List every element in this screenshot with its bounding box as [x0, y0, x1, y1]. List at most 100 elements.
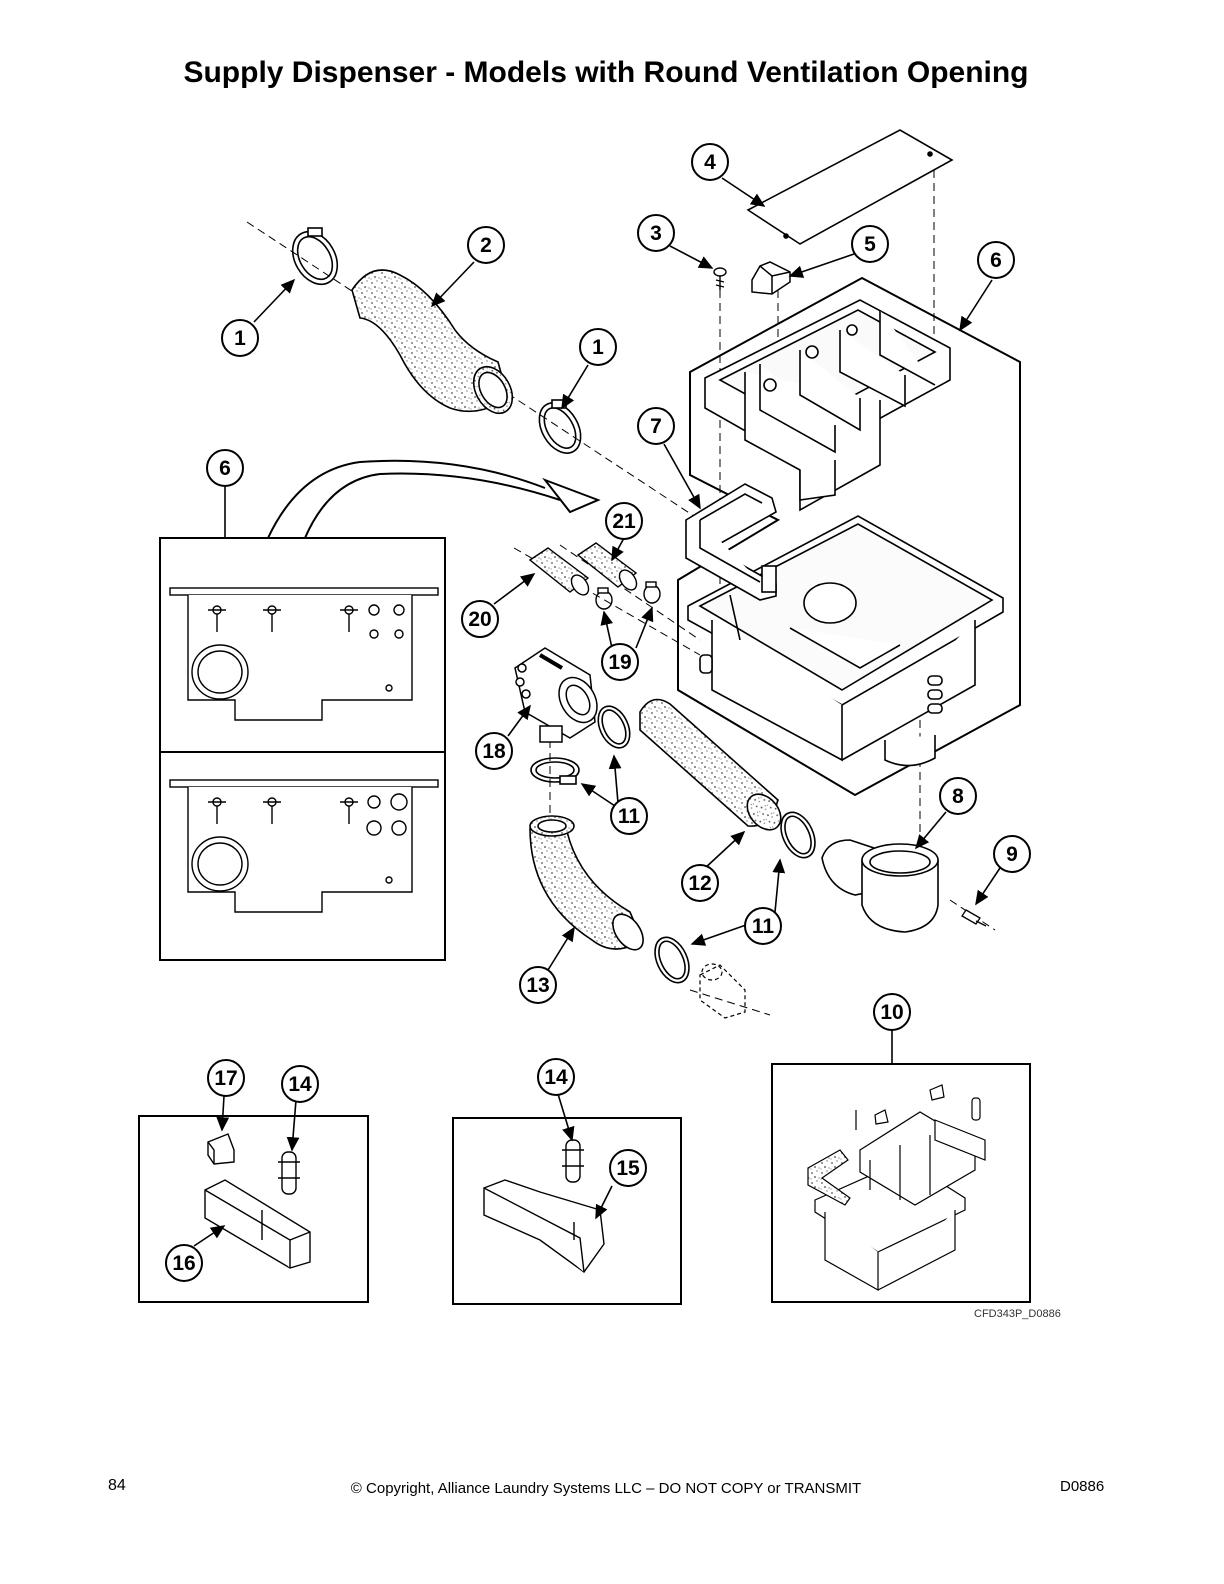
callout-circle	[221, 319, 259, 357]
part-1-clamp-upper	[291, 227, 339, 286]
callout-c3: 3	[637, 214, 675, 252]
callout-c8: 8	[939, 777, 977, 815]
callout-circle	[681, 864, 719, 902]
part-20-short-tube	[528, 547, 590, 596]
leader-lines-plain	[224, 487, 893, 1064]
phantom-connector	[699, 963, 746, 1019]
callout-circle	[461, 600, 499, 638]
callout-c6a: 6	[977, 241, 1015, 279]
inset-box-15	[452, 1117, 682, 1305]
part-16-tray	[204, 1179, 311, 1269]
part-14-plug-right	[562, 1139, 584, 1183]
part-15-tray	[483, 1179, 605, 1273]
callout-c12: 12	[681, 864, 719, 902]
callout-circle	[475, 732, 513, 770]
callout-label: 11	[752, 915, 775, 938]
callout-c14b: 14	[537, 1058, 575, 1096]
callout-c11b: 11	[744, 907, 782, 945]
callout-c9: 9	[993, 835, 1031, 873]
leader-arrows	[193, 177, 1001, 1247]
callout-circle	[939, 777, 977, 815]
part-10-assembly-thumbnail	[807, 1084, 986, 1292]
upper-compartment-tray	[704, 299, 951, 512]
callout-c19: 19	[601, 643, 639, 681]
callout-circle	[637, 407, 675, 445]
part-11-clamp-1	[597, 705, 631, 749]
inset-6-lower-view	[169, 779, 439, 913]
callout-circle	[851, 225, 889, 263]
callout-label: 15	[616, 1157, 640, 1180]
callout-c11a: 11	[610, 797, 648, 835]
callout-circle	[467, 226, 505, 264]
callout-label: 21	[612, 510, 636, 533]
callout-label: 12	[688, 872, 711, 895]
callout-c16: 16	[165, 1244, 203, 1282]
part-11-clamp-2	[530, 757, 580, 785]
inset-box-10	[771, 1063, 1031, 1303]
copyright-notice: © Copyright, Alliance Laundry Systems LL…	[350, 1480, 862, 1497]
part-11-clamp-3	[780, 811, 816, 859]
callout-c13: 13	[519, 966, 557, 1004]
part-8-funnel	[821, 839, 939, 933]
callout-circle	[873, 993, 911, 1031]
page-number: 84	[108, 1477, 126, 1494]
callout-label: 7	[650, 415, 662, 438]
callout-label: 2	[480, 234, 492, 257]
lower-tub	[687, 515, 1004, 767]
callout-label: 10	[880, 1001, 903, 1024]
callout-circle	[579, 328, 617, 366]
callout-label: 16	[172, 1252, 195, 1275]
part-11-clamp-4	[654, 936, 690, 984]
callout-c5: 5	[851, 225, 889, 263]
callout-c1a: 1	[221, 319, 259, 357]
callout-circle	[605, 502, 643, 540]
callout-label: 6	[990, 249, 1002, 272]
callout-circle	[637, 214, 675, 252]
callout-c20: 20	[461, 600, 499, 638]
callout-circle	[977, 241, 1015, 279]
callout-label: 19	[608, 651, 631, 674]
page-title: Supply Dispenser - Models with Round Ven…	[183, 56, 1029, 89]
callout-c21: 21	[605, 502, 643, 540]
callout-circle	[601, 643, 639, 681]
part-5-cap	[751, 261, 791, 295]
callout-label: 1	[592, 336, 604, 359]
callout-label: 20	[468, 608, 491, 631]
callout-c14a: 14	[281, 1065, 319, 1103]
part-14-plug-left	[278, 1151, 300, 1195]
callout-circle	[610, 797, 648, 835]
callout-c1b: 1	[579, 328, 617, 366]
part-21-short-tube	[576, 542, 638, 591]
part-18-fitting	[514, 647, 598, 743]
callout-circle	[281, 1065, 319, 1103]
callout-label: 18	[482, 740, 506, 763]
callout-circle	[609, 1149, 647, 1187]
callout-label: 17	[214, 1067, 237, 1090]
part-12-straight-hose	[639, 698, 782, 831]
inset-6-panel	[159, 459, 601, 961]
callout-label: 14	[288, 1073, 312, 1096]
callout-circle	[993, 835, 1031, 873]
callout-circle	[519, 966, 557, 1004]
part-1-clamp-middle	[538, 399, 582, 454]
callout-c10: 10	[873, 993, 911, 1031]
callout-c2: 2	[467, 226, 505, 264]
callout-c18: 18	[475, 732, 513, 770]
callout-label: 5	[864, 233, 876, 256]
figure-code: CFD343P_D0886	[974, 1308, 1061, 1320]
callout-label: 14	[544, 1066, 568, 1089]
callout-circle	[537, 1058, 575, 1096]
inset-box-16	[138, 1115, 369, 1303]
callout-label: 11	[618, 805, 641, 828]
callout-c15: 15	[609, 1149, 647, 1187]
callout-circle	[206, 449, 244, 487]
callout-label: 13	[526, 974, 549, 997]
part-13-elbow-hose	[529, 815, 644, 951]
callout-c4: 4	[691, 143, 729, 181]
callout-circle	[165, 1244, 203, 1282]
part-4-lid-plate	[746, 129, 954, 245]
callout-label: 1	[234, 327, 246, 350]
callout-label: 8	[952, 785, 964, 808]
callout-circle	[744, 907, 782, 945]
